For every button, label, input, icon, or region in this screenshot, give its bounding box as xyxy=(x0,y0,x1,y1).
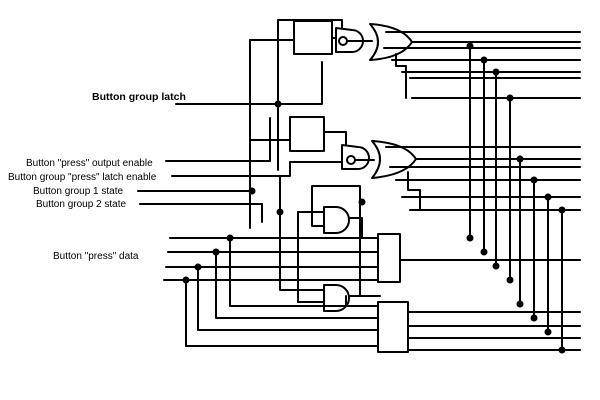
lower-nand-bubble xyxy=(346,155,356,165)
upper-nand-bubble xyxy=(338,36,348,46)
output-blocks xyxy=(345,233,581,353)
lower-latch xyxy=(249,116,581,211)
label-group-1-state: Button group 1 state xyxy=(33,186,124,197)
upper-and-gate xyxy=(323,206,350,234)
upper-latch-block xyxy=(293,20,333,55)
upper-or-gate xyxy=(369,23,413,61)
label-press-data: Button "press" data xyxy=(53,251,139,262)
lower-and-gate xyxy=(323,284,350,312)
junction-dots xyxy=(182,42,566,354)
lower-nand-gate xyxy=(341,144,370,170)
output-bus xyxy=(469,45,563,351)
input-wires xyxy=(137,103,381,281)
upper-buffer-block xyxy=(377,233,401,283)
label-press-latch-enable: Button group "press" latch enable xyxy=(8,172,157,183)
label-press-output-enable: Button "press" output enable xyxy=(26,158,153,169)
lower-latch-block xyxy=(289,116,325,152)
label-button-group-latch: Button group latch xyxy=(92,91,186,103)
lower-buffer-block xyxy=(377,301,409,353)
label-group-2-state: Button group 2 state xyxy=(36,199,127,210)
press-data-routing xyxy=(185,237,379,347)
